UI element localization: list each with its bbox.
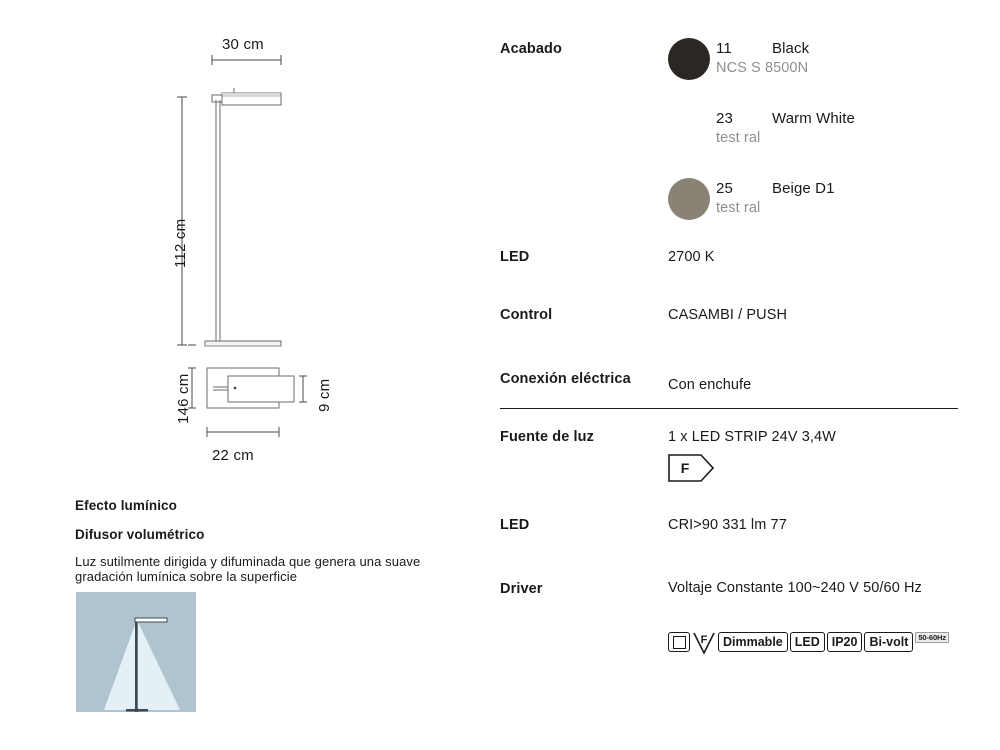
spec-label: LED (500, 249, 530, 265)
spec-label: LED (500, 517, 530, 533)
finish-code: 25 (716, 180, 733, 197)
badge-ip20: IP20 (826, 632, 863, 652)
light-effect-subtitle: Difusor volumétrico (75, 527, 205, 542)
light-effect-illustration (76, 592, 196, 712)
dimension-label-height-overall: 146 cm (175, 373, 192, 424)
light-cone-left (104, 622, 136, 710)
lamp-stem (135, 620, 138, 712)
spec-value: CRI>90 331 lm 77 (668, 517, 787, 533)
spec-label: Control (500, 307, 553, 323)
lamp-base (126, 709, 148, 712)
badge-bi-volt: Bi-volt (864, 632, 914, 652)
energy-class-letter: F (680, 460, 690, 476)
spec-label: Driver (500, 581, 543, 597)
finish-name: Black (772, 40, 810, 57)
specification-panel: Acabado 11 Black NCS S 8500N 23 Warm Whi… (500, 0, 1000, 750)
certification-badge-strip: F Dimmable LED IP20 Bi-volt 50-60Hz (668, 632, 951, 656)
light-effect-block: Efecto lumínico Difusor volumétrico Luz … (75, 498, 435, 584)
spec-value: 2700 K (668, 249, 715, 265)
spec-value: 1 x LED STRIP 24V 3,4W (668, 429, 836, 445)
finish-code: 23 (716, 110, 733, 127)
lamp-elevation-drawing (177, 55, 307, 437)
color-swatch-beige (668, 178, 710, 220)
spec-value: CASAMBI / PUSH (668, 307, 788, 323)
finish-name: Warm White (772, 110, 855, 127)
light-effect-title: Efecto lumínico (75, 498, 178, 513)
finish-reference: NCS S 8500N (716, 60, 809, 76)
energy-arrow-v-shape (693, 632, 715, 655)
badge-led: LED (789, 632, 825, 652)
light-effect-description: Luz sutilmente dirigida y difuminada que… (75, 554, 421, 584)
spec-label: Conexión eléctrica (500, 371, 631, 387)
section-divider (500, 408, 958, 409)
dimension-label-height-total: 112 cm (172, 218, 189, 268)
dimension-label-depth-base: 9 cm (316, 378, 333, 412)
spec-value: Voltaje Constante 100~240 V 50/60 Hz (668, 580, 922, 596)
dimension-label-width-base: 22 cm (212, 447, 254, 464)
spec-label: Fuente de luz (500, 429, 594, 445)
badge-frequency: 50-60Hz (915, 632, 950, 643)
badge-dimmable: Dimmable (718, 632, 788, 652)
spec-value: Con enchufe (668, 377, 752, 393)
finish-name: Beige D1 (772, 180, 835, 197)
finish-reference: test ral (716, 130, 761, 146)
spec-label-finish: Acabado (500, 41, 562, 57)
light-cone-right (138, 622, 180, 710)
energy-class-badge: F (668, 454, 715, 482)
finish-reference: test ral (716, 200, 761, 216)
lamp-head (134, 617, 168, 623)
checkbox-badge (668, 632, 690, 652)
color-swatch-black (668, 38, 710, 80)
energy-arrow-letter: F (701, 634, 708, 646)
technical-drawing-panel: 30 cm 112 cm 146 cm 9 cm 22 cm Efecto lu… (0, 0, 470, 750)
finish-code: 11 (716, 40, 732, 57)
energy-badge-arrow-shape (668, 454, 715, 482)
dimension-label-width-top: 30 cm (222, 36, 264, 53)
energy-arrow-badge: F (692, 632, 716, 655)
